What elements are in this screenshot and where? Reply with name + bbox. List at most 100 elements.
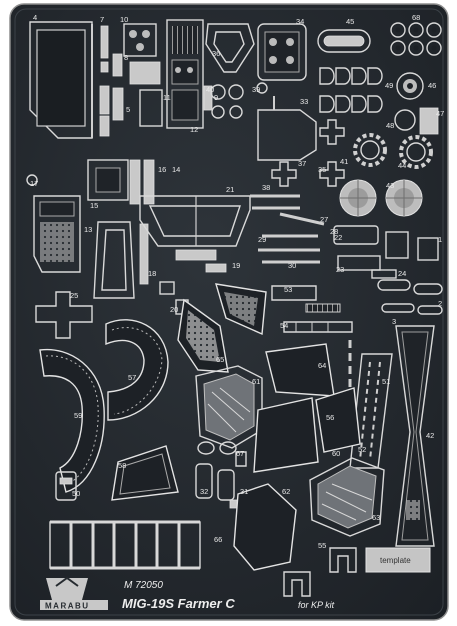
part-64-panel [265,343,335,397]
part-number: 54 [280,321,288,330]
part-number: 66 [214,535,222,544]
part-number: 21 [226,185,234,194]
part-number: 4 [33,13,37,22]
part-number: 30 [288,261,296,270]
part-38-rails [250,194,325,264]
part-number: 60 [332,449,340,458]
part-65-triangle-plate [177,298,229,373]
part-number: 7 [100,15,104,24]
part-number: 52 [358,445,366,454]
part-number: 42 [426,431,434,440]
part-16-18-intake [93,221,149,299]
part-number: 18 [148,269,156,278]
part-number: 14 [172,165,180,174]
part-41-35-crosses [271,119,345,187]
part-number: 68 [412,13,420,22]
part-number: 27 [320,215,328,224]
part-67-hook [235,451,247,467]
part-66-ladder [49,520,201,570]
template-piece: template [365,547,431,573]
part-22-23-24-hinges [333,225,439,279]
part-number: 16 [158,165,166,174]
part-34-console [257,23,307,81]
part-46-wheel-rim [396,72,424,100]
part-36-canopy-frame [205,23,255,73]
part-number: 46 [428,81,436,90]
template-label: template [380,556,411,565]
part-48-44-gears [353,133,433,169]
part-55-clips [283,547,357,597]
part-62-panel [233,483,297,571]
part-number: 64 [318,361,326,370]
brand-logo: MARABU [40,576,108,611]
part-number: 50 [72,489,80,498]
part-68-washers [390,22,442,56]
part-25-cross [35,291,93,339]
part-number: 67 [236,449,244,458]
part-number: 11 [163,93,171,102]
part-53-54-strips [271,285,353,333]
part-number: 9 [214,93,218,102]
part-4-panel [29,21,93,139]
part-number: 31 [240,487,248,496]
part-number: 45 [346,17,354,26]
part-number: 25 [70,291,78,300]
part-86-triangle-plate [215,283,267,336]
part-number: 65 [216,355,224,364]
part-58-panel [111,445,179,501]
part-59-c-frame [39,348,105,493]
part-number: 28 [330,227,338,236]
part-number: 49 [385,81,393,90]
part-number: 55 [318,541,326,550]
part-number: 12 [190,125,198,134]
part-number: 56 [326,413,334,422]
brand-text: MARABU [45,602,90,611]
part-57-c-frame [105,319,169,421]
part-number: 20 [170,305,178,314]
part-number: 47 [436,109,444,118]
part-number: 48 [386,121,394,130]
part-number: 59 [74,411,82,420]
part-61-shield [195,365,263,449]
part-number: 53 [284,285,292,294]
part-42-strut [395,325,435,547]
part-10-11-instruments [112,23,163,127]
part-number: 24 [398,269,406,278]
part-number: 43 [386,181,394,190]
part-43-wheels [339,179,423,217]
part-number: 17 [30,179,38,188]
part-number: 32 [200,487,208,496]
part-number: 19 [232,261,240,270]
part-number: 35 [318,165,326,174]
catalog-number: M 72050 [124,580,163,591]
part-number: 5 [126,105,130,114]
part-number: 40 [206,85,214,94]
part-number: 37 [298,159,306,168]
part-33-bracket [257,96,317,161]
part-number: 22 [334,233,342,242]
kit-compatibility: for KP kit [298,600,335,610]
part-number: 3 [392,317,396,326]
part-2-3-bars [377,279,443,315]
part-number: 57 [128,373,136,382]
part-number: 58 [118,461,126,470]
part-47-disc [394,107,439,135]
part-number: 23 [336,265,344,274]
part-63-shield [309,457,385,537]
part-number: 36 [212,49,220,58]
part-number: 44 [398,161,406,170]
part-number: 10 [120,15,128,24]
part-number: 34 [296,17,304,26]
part-number: 33 [300,97,308,106]
part-49-50-d-shapes [319,67,383,113]
part-number: 38 [262,183,270,192]
part-number: 41 [340,157,348,166]
part-40-39-rings [210,82,268,119]
part-number: 13 [84,225,92,234]
part-number: 62 [282,487,290,496]
part-number: 39 [252,85,260,94]
part-number: 2 [438,299,442,308]
part-number: 29 [258,235,266,244]
part-7-8-strips [99,25,123,137]
